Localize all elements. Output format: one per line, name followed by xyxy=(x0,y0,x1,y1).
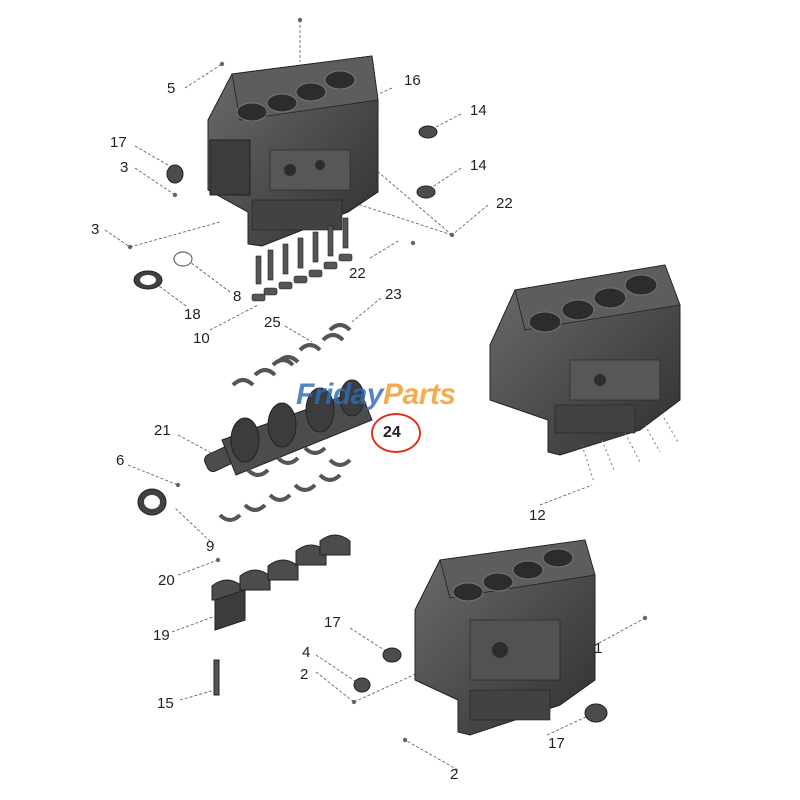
callout-12: 12 xyxy=(529,507,546,524)
oring-8 xyxy=(173,251,193,267)
watermark-text-orange: Parts xyxy=(383,378,456,411)
leader-lines xyxy=(104,20,646,771)
callout-8: 8 xyxy=(233,288,242,305)
callout-22-right: 22 xyxy=(496,195,513,212)
callout-20: 20 xyxy=(158,572,175,589)
callout-2-left: 2 xyxy=(300,666,309,683)
callout-6: 6 xyxy=(116,452,125,469)
callout-22-lower: 22 xyxy=(349,265,366,282)
plugs-bottom xyxy=(353,647,608,723)
fridayparts-watermark: FridayParts xyxy=(296,378,456,412)
callout-14-upper: 14 xyxy=(470,102,487,119)
main-bearing-caps xyxy=(211,534,351,696)
leader-dots xyxy=(127,17,648,743)
callout-25: 25 xyxy=(264,314,281,331)
callout-3-upper: 3 xyxy=(120,159,129,176)
callout-2-bottom: 2 xyxy=(450,766,459,783)
cylinder-block-bottom xyxy=(414,539,596,736)
callout-5: 5 xyxy=(167,80,176,97)
callout-14-lower: 14 xyxy=(470,157,487,174)
block-studs-12 xyxy=(581,417,679,483)
highlight-ring xyxy=(371,413,421,453)
cylinder-block-top xyxy=(207,55,379,247)
bushing-18 xyxy=(133,270,163,290)
callout-16: 16 xyxy=(404,72,421,89)
callout-3-lower: 3 xyxy=(91,221,100,238)
bearing-shells-upper xyxy=(231,323,352,387)
callout-23: 23 xyxy=(385,286,402,303)
callout-18: 18 xyxy=(184,306,201,323)
bearing-shells-lower xyxy=(218,446,352,522)
callout-9: 9 xyxy=(206,538,215,555)
callout-4: 4 xyxy=(302,644,311,661)
callout-19: 19 xyxy=(153,627,170,644)
callout-1: 1 xyxy=(594,640,603,657)
callout-15: 15 xyxy=(157,695,174,712)
callout-21: 21 xyxy=(154,422,171,439)
callout-17-lower: 17 xyxy=(548,735,565,752)
callout-17-middle: 17 xyxy=(324,614,341,631)
main-bearing-bolts xyxy=(251,217,353,302)
callout-24: 24 xyxy=(383,424,401,441)
crankshaft xyxy=(204,379,373,476)
seal-9 xyxy=(137,488,167,516)
expansion-plugs xyxy=(166,125,438,199)
watermark-text-blue: Friday xyxy=(296,378,384,411)
callout-17-upper: 17 xyxy=(110,134,127,151)
cylinder-block-right xyxy=(489,264,681,456)
callout-10: 10 xyxy=(193,330,210,347)
